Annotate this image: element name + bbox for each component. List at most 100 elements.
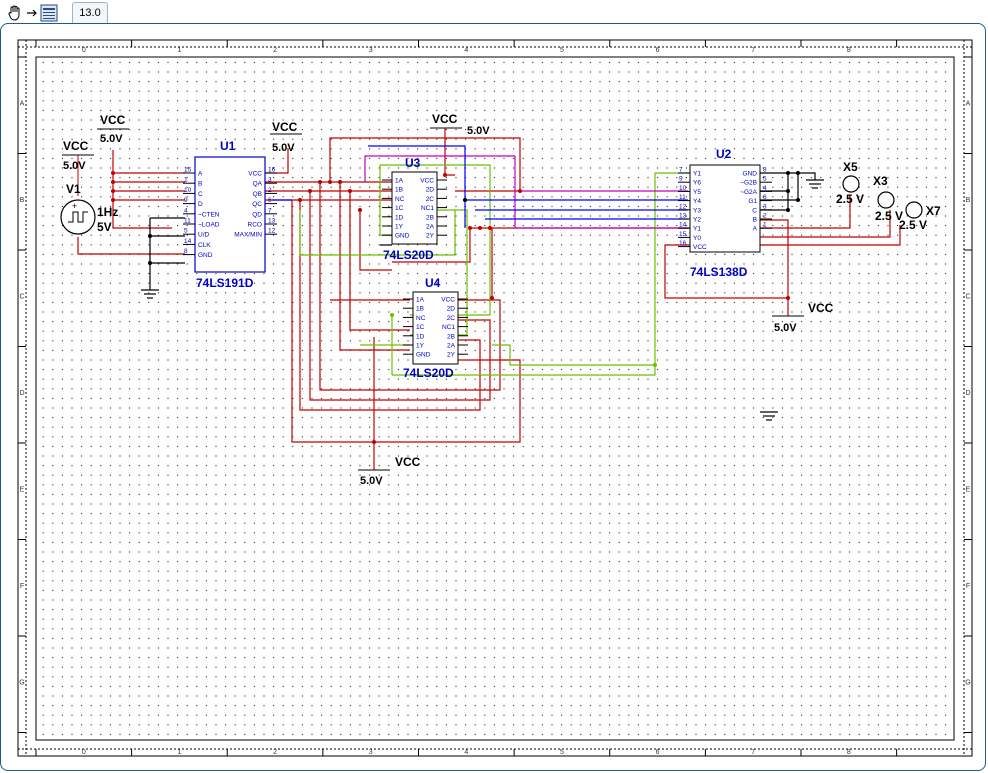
pin-number: 10 xyxy=(679,185,687,192)
pin-label: VCC xyxy=(441,297,455,304)
junction-dot xyxy=(443,173,447,177)
junction-dot xyxy=(796,171,800,175)
col-label-bottom: 1 xyxy=(177,749,181,756)
pin-number: 11 xyxy=(679,194,686,201)
col-label-bottom: 3 xyxy=(369,749,373,756)
pin-number: 12 xyxy=(679,203,687,210)
col-label-bottom: 4 xyxy=(464,749,468,756)
junction-dot xyxy=(111,189,115,193)
probe-x3[interactable]: X3 2.5 V xyxy=(873,174,903,223)
pin-number: 2 xyxy=(763,213,767,220)
pin-number: 16 xyxy=(679,240,687,247)
col-label-top: 8 xyxy=(847,47,851,54)
u1-74ls191d[interactable]: U1 74LS191D A15B1C10D9~CTEN4~LOAD11U/D5C… xyxy=(183,139,277,290)
pin-label: ~CTEN xyxy=(198,211,220,218)
u4-ref: U4 xyxy=(425,276,441,290)
pin-number: 13 xyxy=(679,213,687,220)
u4-74ls20d[interactable]: U4 74LS20D 1A1BNC1C1D1YGNDVCC2D2CNC12B2A… xyxy=(403,276,468,380)
vcc-supply-5: VCC 5.0V xyxy=(772,301,834,334)
pin-number: 14 xyxy=(679,222,687,229)
col-label-bottom: 8 xyxy=(847,749,851,756)
pin-label: Y6 xyxy=(693,180,701,187)
junction-dot xyxy=(653,363,657,367)
hand-pan-icon[interactable] xyxy=(6,3,24,23)
junction-dot xyxy=(148,261,152,265)
arrow-right-icon xyxy=(26,3,38,23)
vcc4-value: 5.0V xyxy=(467,125,490,137)
schematic-icon[interactable] xyxy=(40,3,58,23)
junction-dot xyxy=(111,198,115,202)
u3-74ls20d[interactable]: U3 74LS20D 1A1BNC1C1D1YGNDVCC2D2CNC12B2A… xyxy=(382,156,447,262)
pin-number: 12 xyxy=(268,228,276,235)
pin-number: 1 xyxy=(763,222,767,229)
x3-ref: X3 xyxy=(873,174,888,188)
row-label-right: F xyxy=(966,583,970,590)
sheet-border xyxy=(17,39,973,757)
svg-text:+: + xyxy=(72,201,77,211)
x5-value: 2.5 V xyxy=(836,192,864,206)
pin-number: 6 xyxy=(763,194,767,201)
pin-label: Y5 xyxy=(693,189,701,196)
vcc3-label: VCC xyxy=(272,120,298,134)
junction-dot xyxy=(490,296,494,300)
vcc-supply-2: VCC 5.0V xyxy=(97,113,129,145)
v1-clock-source[interactable]: + V1 1Hz 5V xyxy=(60,182,118,235)
pin-label: 1C xyxy=(416,324,425,331)
col-label-bottom: 0 xyxy=(82,749,86,756)
pin-label: 2A xyxy=(426,224,435,231)
junction-dot xyxy=(338,180,342,184)
pin-label: QB xyxy=(253,191,262,198)
pin-label: B xyxy=(753,217,757,224)
wires-green xyxy=(299,164,690,376)
pin-label: VCC xyxy=(420,178,434,185)
pin-label: A xyxy=(753,226,758,233)
u1-ref: U1 xyxy=(220,139,236,153)
ground-symbols xyxy=(141,179,824,421)
pin-label: 2D xyxy=(426,187,435,194)
u2-74ls138d[interactable]: U2 74LS138D Y17Y69Y510Y411Y312Y213Y114Y0… xyxy=(678,147,772,279)
pin-label: B xyxy=(198,181,202,188)
col-label-top: 1 xyxy=(177,47,181,54)
vcc1-label: VCC xyxy=(63,139,89,153)
pin-label: 1A xyxy=(416,297,425,304)
probe-x7[interactable]: X7 2.5 V xyxy=(899,201,941,232)
vcc2-label: VCC xyxy=(100,113,126,127)
pin-label: ~G2A xyxy=(740,189,757,196)
x3-value: 2.5 V xyxy=(875,209,903,223)
junction-dot xyxy=(328,180,332,184)
row-label-right: C xyxy=(965,293,970,300)
junction-dot xyxy=(468,226,472,230)
row-label-right: D xyxy=(965,390,970,397)
row-label-left: B xyxy=(20,197,25,204)
vcc-supply-4: VCC 5.0V xyxy=(430,112,490,137)
row-label-right: B xyxy=(966,197,971,204)
pin-label: GND xyxy=(395,233,410,240)
vcc4-label: VCC xyxy=(432,112,458,126)
probe-x5[interactable]: X5 2.5 V xyxy=(836,160,864,206)
vcc5-label: VCC xyxy=(808,301,834,315)
junction-dot xyxy=(358,208,362,212)
junction-dot xyxy=(308,189,312,193)
pin-label: VCC xyxy=(693,244,707,251)
pin-number: 7 xyxy=(268,207,272,214)
vcc-supply-1: VCC 5.0V xyxy=(62,139,94,196)
junction-dot xyxy=(111,180,115,184)
vcc2-value: 5.0V xyxy=(100,133,123,145)
junction-dot xyxy=(348,189,352,193)
pin-label: 1Y xyxy=(416,343,425,350)
junction-dot xyxy=(390,313,394,317)
pin-label: NC1 xyxy=(421,205,434,212)
pin-label: Y1 xyxy=(693,226,701,233)
tab-design[interactable]: 13.0 xyxy=(72,2,108,23)
junction-dot xyxy=(372,440,376,444)
u3-ref: U3 xyxy=(405,156,421,170)
pin-number: 15 xyxy=(184,167,192,174)
pin-label: Y0 xyxy=(693,235,701,242)
pin-label: 2A xyxy=(447,343,456,350)
row-label-right: A xyxy=(966,100,971,107)
pin-number: 3 xyxy=(268,177,272,184)
col-label-bottom: 2 xyxy=(273,749,277,756)
row-label-left: A xyxy=(20,100,25,107)
